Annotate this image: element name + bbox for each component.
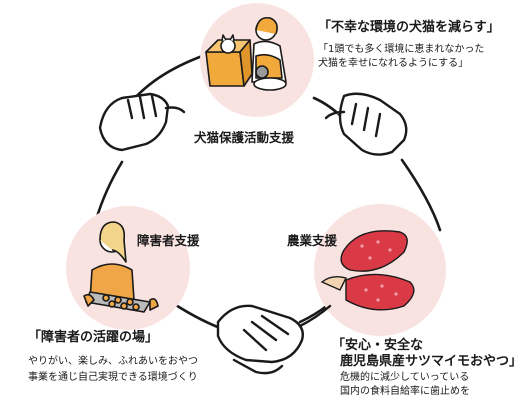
top-label: 犬猫保護活動支援 [194,130,295,145]
left-heading: 「障害者の活躍の場」 [28,330,159,345]
baker-illustration [83,221,159,313]
right-heading-line1: 「安心・安全な [332,338,424,353]
right-label: 農業支援 [287,233,338,248]
clasped-hands-icon [98,92,408,156]
right-heading-line2: 鹿児島県産サツマイモおやつ」 [340,354,523,369]
cat-in-box-illustration [205,16,287,91]
top-desc-line2: 犬猫を幸せになれるようにする」 [318,58,469,69]
top-desc-line1: 「1頭でも多く環境に恵まれなかった [318,44,485,55]
top-heading: 「不幸な環境の犬猫を減らす」 [318,20,500,35]
circle-right [314,204,446,336]
left-desc-line1: やりがい、楽しみ、ふれあいをおやつ [28,356,198,367]
handshake-icon [216,304,332,375]
right-desc-line2: 国内の食料自給率に歯止めを [340,386,470,397]
left-label: 障害者支援 [137,233,200,248]
curve-right [400,158,442,232]
curve-bottom-right [298,303,330,324]
sweet-potato-illustration [320,230,415,311]
left-desc-line2: 事業を通じ自己実現できる環境づくり [28,372,198,383]
right-desc-line1: 危機的に減少していっている [340,372,470,383]
